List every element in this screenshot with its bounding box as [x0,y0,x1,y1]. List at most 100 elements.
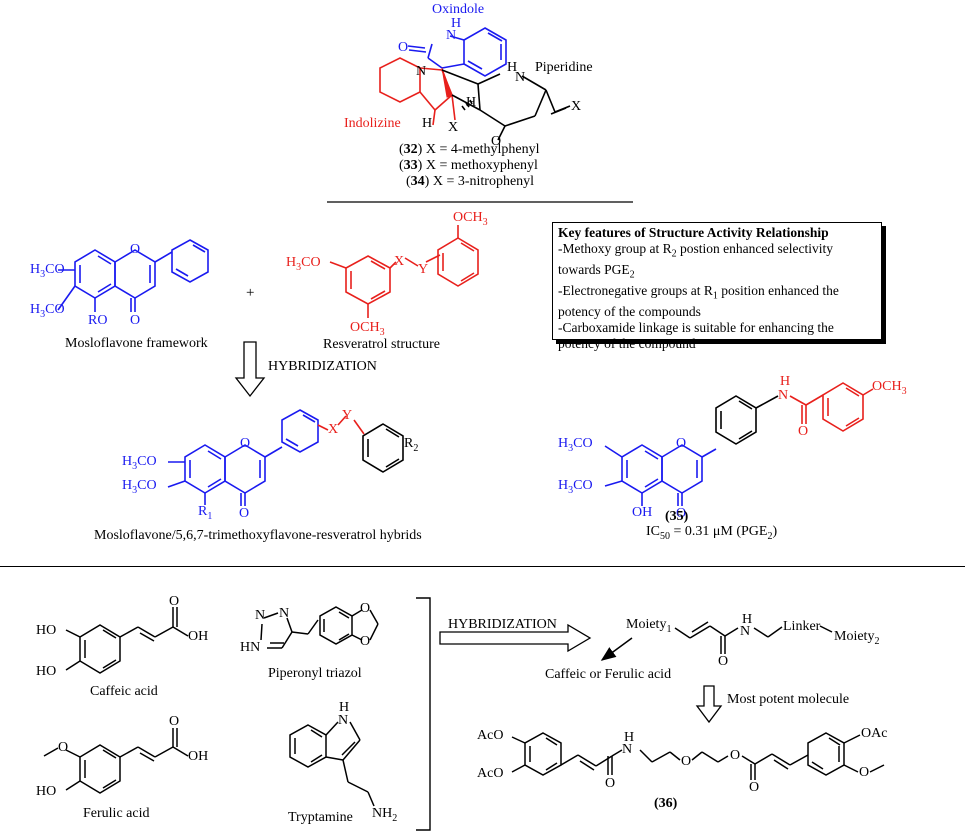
tryptamine-structure [289,721,375,807]
c35-o-ring: O [676,436,687,451]
c36-aco-a: AcO [477,728,504,743]
c35-o-keto: O [676,506,687,521]
caffeic-acid-structure [65,607,189,674]
oxindole-label: Oxindole [432,2,485,17]
c36-h: H [624,730,635,745]
hybridization-label-middle: HYBRIDIZATION [268,359,377,374]
compound-36-number: (36) [654,796,678,811]
compound-32-label: (32) X = 4-methylphenyl [399,142,540,157]
mosloflavone-h3co-a: H3CO [30,262,65,280]
ferulic-o-methoxy: O [58,740,69,755]
general-o: O [718,654,729,669]
piperonyl-hn: HN [240,640,261,655]
plus-sign: + [246,285,255,301]
caffeic-ho-a: HO [36,623,57,638]
hybrid-h3co-b: H3CO [122,478,157,496]
compound-33-label: (33) X = methoxyphenyl [399,158,538,173]
tryptamine-n: N [338,713,349,728]
ferulic-oh: OH [188,749,209,764]
hybrid-structure [167,409,404,506]
mosloflavone-ro: RO [88,313,108,328]
c36-o-ether: O [681,754,692,769]
hybrid-caption: Mosloflavone/5,6,7-trimethoxyflavone-res… [94,528,422,543]
resveratrol-structure [329,225,479,318]
resveratrol-y: Y [418,262,429,277]
piperonyl-o-a: O [360,601,371,616]
resveratrol-h3co: H3CO [286,255,321,273]
caffeic-caption: Caffeic acid [90,684,158,699]
atom-h-hash: H [466,95,477,110]
section-divider [0,566,965,568]
ferulic-acid-structure [43,728,189,794]
sar-point-1: -Methoxy group at R2 postion enhanced se… [558,240,833,281]
hybrid-y: Y [342,408,353,423]
sar-title: Key features of Structure Activity Relat… [558,225,829,240]
c35-amide-o: O [798,424,809,439]
hybridization-label-bottom: HYBRIDIZATION [448,617,557,632]
mosloflavone-caption: Mosloflavone framework [65,336,208,351]
c35-ic50: IC50 = 0.31 μM (PGE2) [646,524,778,542]
caffeic-oh: OH [188,629,209,644]
caffeic-ho-b: HO [36,664,57,679]
compound-35-number: (35) [665,509,689,524]
c36-o-amide: O [605,776,616,791]
hybrid-x: X [328,422,339,437]
general-scaffold-structure [674,621,833,654]
atom-o-ketone: O [491,134,502,149]
general-n: N [740,624,751,639]
atom-h-bridge: H [422,116,433,131]
c36-n: N [622,742,633,757]
most-potent-label: Most potent molecule [727,692,850,707]
atom-n-indolizine: N [416,64,427,79]
c35-och3: OCH3 [872,379,907,397]
c36-oac: OAc [861,726,888,741]
hybrid-r1: R1 [198,504,213,522]
c36-o-methoxy: O [859,765,870,780]
mosloflavone-structure [57,239,209,312]
pointer-arrow [600,637,633,661]
hybridization-arrow-middle [234,341,266,398]
hybrid-h3co-a: H3CO [122,454,157,472]
atom-h-piperidine: H [507,60,518,75]
c35-nh-n: N [778,388,789,403]
piperonyl-o-b: O [360,634,371,649]
c35-nh-h: H [780,374,791,389]
resveratrol-och3-bottom: OCH3 [350,320,385,338]
sar-box: Key features of Structure Activity Relat… [552,222,882,351]
c35-h3co-a: H3CO [558,436,593,454]
compound-34-label: (34) X = 3-nitrophenyl [406,174,535,189]
c36-aco-b: AcO [477,766,504,781]
atom-x-vinyl: X [571,99,582,114]
compound-35-structure [604,382,874,506]
moiety2-label: Moiety2 [834,629,880,647]
c36-o-ester: O [730,748,741,763]
c36-o-carbonyl: O [749,780,760,795]
atom-n-piperidine: N [515,70,526,85]
ferulic-o: O [169,714,180,729]
hybrid-o-ring: O [240,436,251,451]
resveratrol-x: X [394,254,405,269]
atom-x-substituent: X [448,120,459,135]
atom-nh-h: H [451,16,462,31]
hybridization-arrow-bottom [439,623,592,653]
piperonyl-triazol-structure [260,606,379,649]
mosloflavone-o-ring: O [130,242,141,257]
hybrid-r2: R2 [404,436,419,454]
compound-36-structure [511,732,885,780]
sar-point-2: -Electronegative groups at R1 position e… [558,283,839,320]
resveratrol-caption: Resveratrol structure [323,337,441,352]
piperonyl-n1: N [255,608,266,623]
tryptamine-caption: Tryptamine [288,810,353,825]
resveratrol-och3-top: OCH3 [453,210,488,228]
bracket [416,597,431,831]
indolizine-label: Indolizine [344,116,401,131]
piperidine-label: Piperidine [535,60,593,75]
atom-n-oxindole: N [446,28,457,43]
linker-label: Linker [783,619,821,634]
caffeic-o: O [169,594,180,609]
ferulic-caption: Ferulic acid [83,806,150,821]
c35-oh: OH [632,505,653,520]
moiety1-label: Moiety1 [626,617,672,635]
